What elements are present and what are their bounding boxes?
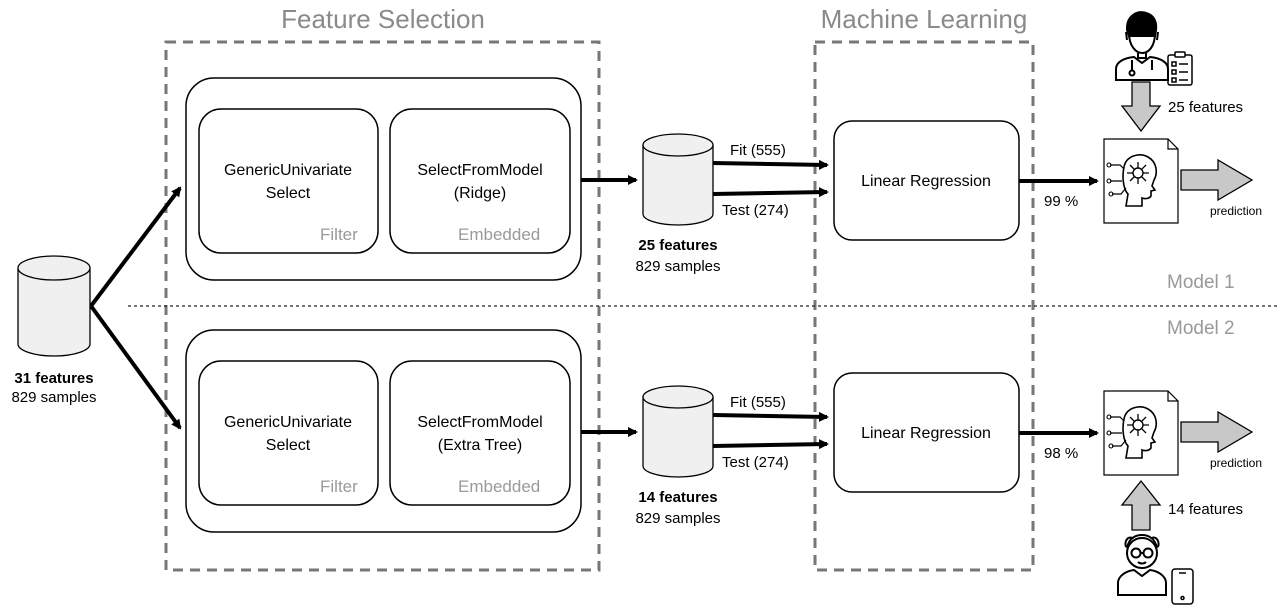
embedded-method-line1: SelectFromModel — [417, 162, 543, 179]
input-samples-label: 829 samples — [11, 389, 97, 406]
filter-tag: Filter — [320, 477, 358, 496]
user-features-label: 25 features — [1168, 99, 1244, 116]
embedded-method-line1: SelectFromModel — [417, 414, 543, 431]
arrow-fit-model2 — [712, 411, 829, 422]
prediction-arrow-model1 — [1180, 158, 1254, 202]
regressor-label: Linear Regression — [861, 425, 991, 442]
ai-model-file-icon — [1103, 390, 1179, 476]
arrow-input-to-model1 — [89, 186, 182, 308]
arrow-fit-model1 — [712, 159, 829, 170]
user-arrow-down-model1 — [1120, 81, 1162, 133]
patient-icon — [1117, 533, 1167, 596]
dataset-database-icon-model2 — [642, 385, 714, 478]
filter-tag: Filter — [320, 225, 358, 244]
score-label: 98 % — [1044, 445, 1079, 462]
filter-method-line1: GenericUnivariate — [223, 162, 353, 179]
clipboard-icon — [1167, 51, 1193, 86]
embedded-box-model2 — [389, 360, 571, 506]
filter-method-line2: Select — [265, 185, 311, 202]
test-split-label: Test (274) — [722, 454, 789, 471]
arrow-test-model2 — [712, 439, 829, 450]
regressor-label: Linear Regression — [861, 173, 991, 190]
dataset-features-label: 14 features — [638, 489, 718, 506]
doctor-icon — [1115, 11, 1169, 81]
model1-label: Model 1 — [1167, 272, 1235, 293]
fit-split-label: Fit (555) — [730, 142, 786, 159]
embedded-method-line2: (Ridge) — [453, 185, 507, 202]
arrow-input-to-model2 — [89, 304, 182, 430]
test-split-label: Test (274) — [722, 202, 789, 219]
embedded-method-label: SelectFromModel (Ridge) — [417, 159, 542, 205]
fit-split-label: Fit (555) — [730, 394, 786, 411]
score-label: 99 % — [1044, 193, 1079, 210]
embedded-box-model1 — [389, 108, 571, 254]
filter-method-line2: Select — [265, 437, 311, 454]
embedded-tag: Embedded — [458, 225, 541, 244]
filter-box-model1 — [198, 108, 379, 254]
feature-selection-title: Feature Selection — [281, 4, 485, 34]
dataset-features-label: 25 features — [638, 237, 718, 254]
dataset-samples-label: 829 samples — [635, 510, 721, 527]
smartphone-icon — [1171, 568, 1194, 605]
prediction-label: prediction — [1210, 456, 1263, 470]
model2-label: Model 2 — [1167, 318, 1235, 339]
filter-method-line1: GenericUnivariate — [223, 414, 353, 431]
prediction-arrow-model2 — [1180, 410, 1254, 454]
dataset-samples-label: 829 samples — [635, 258, 721, 275]
embedded-tag: Embedded — [458, 477, 541, 496]
user-arrow-up-model2 — [1120, 479, 1162, 531]
dataset-database-icon-model1 — [642, 133, 714, 226]
machine-learning-title: Machine Learning — [820, 4, 1028, 34]
arrow-test-model1 — [712, 187, 829, 198]
input-database-icon — [17, 255, 91, 357]
input-features-label: 31 features — [14, 370, 94, 387]
embedded-method-label: SelectFromModel (Extra Tree) — [417, 411, 542, 457]
filter-method-label: GenericUnivariate Select — [224, 411, 352, 457]
prediction-label: prediction — [1210, 204, 1263, 218]
filter-box-model2 — [198, 360, 379, 506]
ai-model-file-icon — [1103, 138, 1179, 224]
filter-method-label: GenericUnivariate Select — [224, 159, 352, 205]
user-features-label: 14 features — [1168, 501, 1244, 518]
embedded-method-line2: (Extra Tree) — [437, 437, 523, 454]
